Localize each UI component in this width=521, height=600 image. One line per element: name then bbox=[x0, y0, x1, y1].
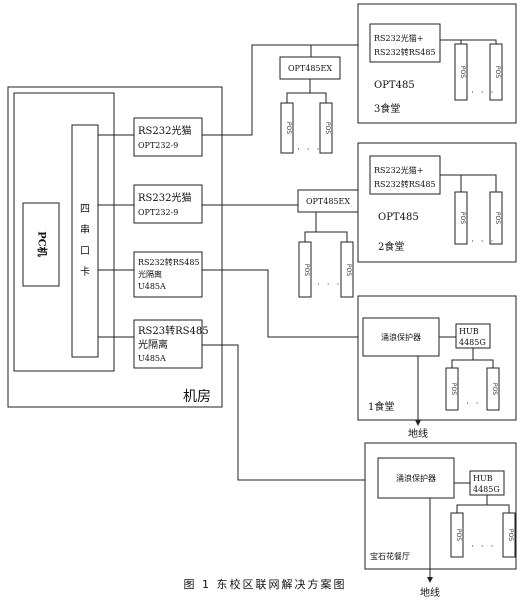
serial-card-char-4: 卡 bbox=[80, 265, 90, 278]
canteen-2-modem-line1: RS232光猫+ bbox=[374, 165, 423, 175]
canteen-2: RS232光猫+ RS232转RS485 OPT485 2食堂 POS POS … bbox=[297, 142, 517, 298]
canteen-3-pos-1-label: POS bbox=[459, 66, 466, 78]
canteen-1-hub-line1: HUB bbox=[459, 327, 479, 336]
canteen-1-ground-label: 地线 bbox=[408, 427, 428, 440]
canteen-1-hub-line2: 4485G bbox=[459, 338, 486, 347]
serial-card-char-3: 口 bbox=[80, 246, 90, 257]
canteen-2-hub-pos-1-label: POS bbox=[303, 264, 310, 276]
canteen-2-modem-line2: RS232转RS485 bbox=[374, 179, 436, 189]
baoshihua-restaurant: 涌浪保护器 HUB 4485G POS POS · · · 宝石花餐厅 地线 bbox=[364, 442, 517, 599]
module-rs232-modem-2 bbox=[133, 184, 203, 224]
canteen-2-hub-ellipsis: · · · bbox=[317, 280, 341, 290]
canteen-3-sublabel: OPT485 bbox=[374, 80, 415, 91]
canteen-3-modem-line1: RS232光猫+ bbox=[374, 33, 423, 43]
machine-room: 机房 PC机 四 串 口 卡 RS232光猫 OPT232-9 RS232光猫 … bbox=[7, 86, 223, 408]
baoshihua-pos-1 bbox=[450, 512, 464, 558]
canteen-2-ellipsis: · · · bbox=[471, 237, 495, 247]
canteen-2-opt485ex bbox=[297, 189, 359, 213]
canteen-1-pos-1 bbox=[445, 367, 459, 411]
module-4-line2: 光隔离 bbox=[138, 338, 168, 351]
serial-card-char-1: 四 bbox=[80, 204, 90, 215]
figure-caption: 图 1 东校区联网解决方案图 bbox=[184, 577, 347, 591]
baoshihua-ellipsis: · · · bbox=[471, 542, 495, 552]
canteen-3-pos-1 bbox=[454, 43, 468, 101]
canteen-3-hub-pos-1 bbox=[280, 102, 294, 154]
baoshihua-pos-2-label: POS bbox=[507, 529, 514, 541]
baoshihua-hub bbox=[469, 470, 505, 496]
module-2-line2: OPT232-9 bbox=[138, 208, 178, 217]
serial-card-char-2: 串 bbox=[80, 224, 90, 236]
canteen-3-modem bbox=[369, 23, 441, 63]
baoshihua-hub-line1: HUB bbox=[473, 474, 493, 483]
module-3-line1: RS232转RS485 bbox=[138, 257, 200, 267]
canteen-1-ellipsis: · · · bbox=[466, 399, 490, 409]
canteen-1-pos-2 bbox=[486, 367, 500, 411]
baoshihua-label: 宝石花餐厅 bbox=[370, 551, 410, 561]
module-4-line3: U485A bbox=[138, 354, 166, 363]
baoshihua-hub-line2: 4485G bbox=[473, 485, 500, 494]
canteen-3-ellipsis: · · · bbox=[471, 88, 495, 98]
canteen-1-surge-label: 涌浪保护器 bbox=[381, 332, 421, 342]
canteen-1: 涌浪保护器 HUB 4485G POS POS · · · 1食堂 地线 bbox=[357, 295, 517, 440]
canteen-3-hub-ellipsis: · · · bbox=[297, 145, 321, 155]
module-3-line2: 光隔离 bbox=[138, 269, 162, 279]
canteen-3-pos-2 bbox=[489, 43, 503, 101]
canteen-2-hub-pos-2-label: POS bbox=[345, 264, 352, 276]
module-3-line3: U485A bbox=[138, 282, 166, 291]
baoshihua-pos-2 bbox=[502, 512, 516, 558]
canteen-3-label: 3食堂 bbox=[374, 102, 400, 115]
canteen-3: RS232光猫+ RS232转RS485 OPT485 3食堂 POS POS … bbox=[279, 3, 517, 155]
baoshihua-ground-label: 地线 bbox=[420, 586, 440, 599]
canteen-3-pos-2-label: POS bbox=[494, 66, 501, 78]
serial-card bbox=[71, 124, 99, 358]
canteen-2-sublabel: OPT485 bbox=[378, 212, 419, 223]
module-2-line1: RS232光猫 bbox=[138, 191, 191, 204]
canteen-2-pos-2 bbox=[489, 191, 503, 245]
pc-label: PC机 bbox=[36, 231, 49, 256]
module-rs485-isolator-2 bbox=[133, 319, 203, 369]
baoshihua-surge-label: 涌浪保护器 bbox=[396, 473, 436, 483]
module-rs232-modem-1 bbox=[133, 117, 203, 157]
canteen-3-hub-pos-1-label: POS bbox=[285, 122, 292, 134]
canteen-1-pos-1-label: POS bbox=[450, 383, 457, 395]
canteen-2-label: 2食堂 bbox=[378, 240, 404, 253]
canteen-2-pos-1 bbox=[454, 191, 468, 245]
module-1-line1: RS232光猫 bbox=[138, 124, 191, 137]
canteen-3-hub-pos-2-label: POS bbox=[324, 122, 331, 134]
canteen-2-pos-2-label: POS bbox=[494, 212, 501, 224]
machine-room-label: 机房 bbox=[183, 389, 211, 405]
canteen-1-label: 1食堂 bbox=[368, 400, 394, 413]
canteen-1-pos-2-label: POS bbox=[491, 383, 498, 395]
module-4-line1: RS23转RS485 bbox=[138, 324, 209, 337]
canteen-2-opt485ex-label: OPT485EX bbox=[306, 197, 350, 206]
module-rs485-isolator-1 bbox=[133, 251, 203, 298]
canteen-2-hub-pos-1 bbox=[298, 241, 312, 298]
canteen-2-pos-1-label: POS bbox=[459, 212, 466, 224]
baoshihua-pos-1-label: POS bbox=[455, 529, 462, 541]
canteen-3-modem-line2: RS232转RS485 bbox=[374, 47, 436, 57]
canteen-3-hub-pos-2 bbox=[319, 102, 333, 154]
canteen-1-hub bbox=[455, 323, 491, 349]
canteen-2-hub-pos-2 bbox=[340, 241, 354, 298]
baoshihua-surge-protector bbox=[377, 457, 455, 499]
module-1-line2: OPT232-9 bbox=[138, 141, 178, 150]
canteen-3-opt485ex-label: OPT485EX bbox=[288, 64, 332, 73]
pc-box bbox=[22, 202, 60, 287]
